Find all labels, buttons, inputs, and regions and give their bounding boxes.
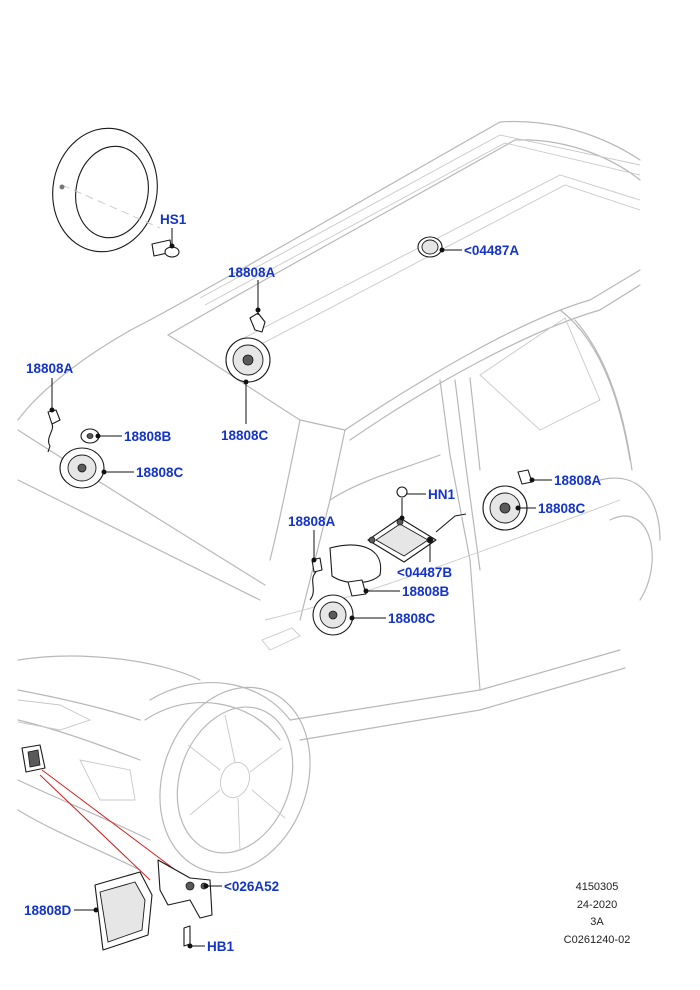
callout-18808a-door: 18808A [288, 514, 336, 529]
callout-04487a: <04487A [464, 243, 519, 258]
meta-line-2: 24-2020 [577, 899, 617, 911]
subwoofer-unit [367, 486, 467, 563]
callout-18808c-door: 18808C [388, 611, 436, 626]
callout-hs1: HS1 [160, 212, 187, 227]
callout-18808c-roof: 18808C [221, 428, 269, 443]
callout-18808b-door: 18808B [402, 584, 450, 599]
callout-hb1: HB1 [207, 939, 234, 954]
meta-line-4: C0261240-02 [564, 934, 631, 946]
callout-026a52: <026A52 [224, 879, 279, 894]
speaker-exploded-view [52, 127, 180, 258]
callout-hn1: HN1 [428, 487, 455, 502]
callout-18808a-left: 18808A [26, 361, 74, 376]
front-door-speaker [309, 544, 382, 636]
callout-18808b-left: 18808B [124, 429, 172, 444]
callout-04487b: <04487B [397, 565, 452, 580]
meta-line-3: 3A [590, 916, 604, 928]
meta-line-1: 4150305 [576, 881, 619, 893]
horn-assembly [21, 744, 213, 951]
vehicle-body-outline [17, 120, 661, 874]
left-speaker-assembly [47, 409, 105, 489]
drawing-meta: 4150305 24-2020 3A C0261240-02 [564, 881, 631, 946]
callout-18808a-rear: 18808A [554, 473, 602, 488]
callout-18808c-left: 18808C [136, 465, 184, 480]
callout-labels: HS1 <04487A 18808A 18808C 18808A 18808B … [24, 212, 602, 954]
roof-cover-04487a [417, 236, 443, 258]
callout-18808d: 18808D [24, 903, 72, 918]
rear-door-speaker [482, 469, 533, 531]
callout-18808a-roof: 18808A [228, 265, 276, 280]
callout-18808c-rear: 18808C [538, 501, 586, 516]
leader-lines [49, 228, 552, 949]
roof-speaker [225, 300, 271, 383]
